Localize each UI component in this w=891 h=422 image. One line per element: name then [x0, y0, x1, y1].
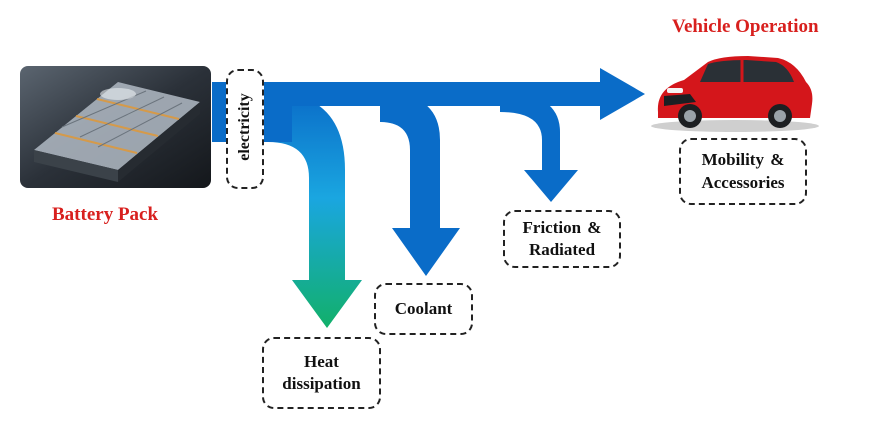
battery-pack-icon — [20, 66, 211, 188]
coolant-box: Coolant — [374, 283, 473, 335]
coolant-flow-arrow — [380, 92, 460, 276]
friction-flow-arrow — [500, 92, 578, 202]
car-icon — [651, 56, 819, 132]
vehicle-operation-label: Vehicle Operation — [672, 16, 819, 37]
friction-radiated-box: Friction & Radiated — [503, 210, 621, 268]
mobility-accessories-box: Mobility & Accessories — [679, 138, 807, 205]
electricity-label: electricity — [236, 93, 253, 161]
battery-pack-label: Battery Pack — [52, 204, 159, 225]
electricity-flow-arrow — [212, 68, 645, 120]
heat-dissipation-box: Heat dissipation — [262, 337, 381, 409]
heat-flow-arrow — [250, 92, 362, 328]
electricity-label-box — [226, 69, 264, 189]
